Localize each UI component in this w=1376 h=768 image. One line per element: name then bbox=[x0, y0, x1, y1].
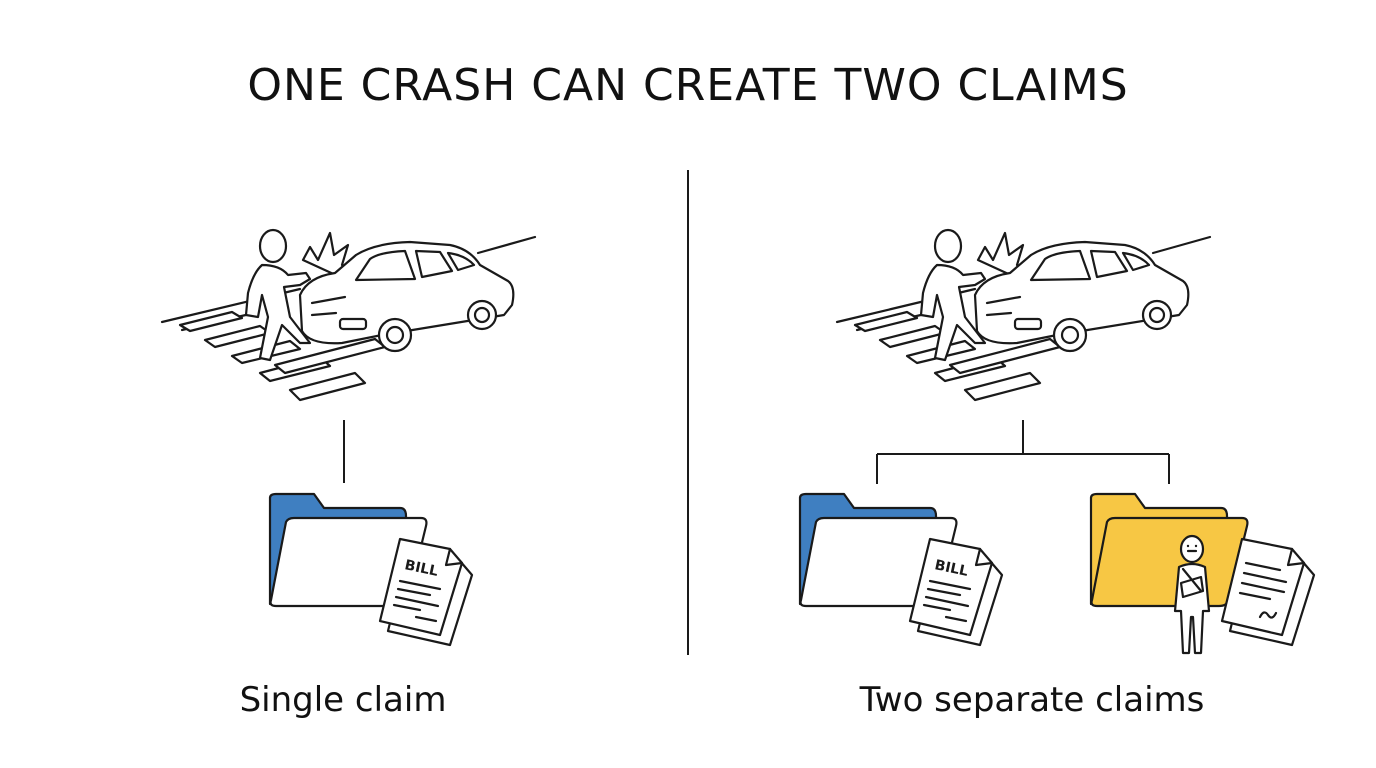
center-divider bbox=[687, 170, 689, 655]
signed-document-icon bbox=[1220, 537, 1316, 647]
pedestrian-icon bbox=[919, 228, 987, 362]
injured-person-icon bbox=[1173, 534, 1211, 655]
car-icon bbox=[298, 240, 515, 353]
blue-folder-icon bbox=[798, 492, 958, 608]
road-line bbox=[476, 235, 537, 255]
two-claims-label: Two separate claims bbox=[859, 680, 1205, 720]
bill-text: BILL bbox=[403, 557, 439, 580]
crosswalk-stripes bbox=[835, 287, 1062, 402]
single-claim-connector bbox=[343, 420, 345, 483]
bill-text: BILL bbox=[933, 557, 969, 580]
bill-document-icon: BILL bbox=[908, 537, 1004, 647]
pedestrian-icon bbox=[244, 228, 312, 362]
road-line bbox=[1151, 235, 1212, 255]
page-title: ONE CRASH CAN CREATE TWO CLAIMS bbox=[247, 60, 1129, 111]
car-icon bbox=[973, 240, 1190, 353]
two-claims-connector bbox=[876, 420, 1170, 484]
bill-document-icon: BILL bbox=[378, 537, 474, 647]
single-claim-label: Single claim bbox=[239, 680, 447, 720]
crash-scene-icon bbox=[160, 228, 537, 402]
crash-scene-icon bbox=[835, 228, 1212, 402]
